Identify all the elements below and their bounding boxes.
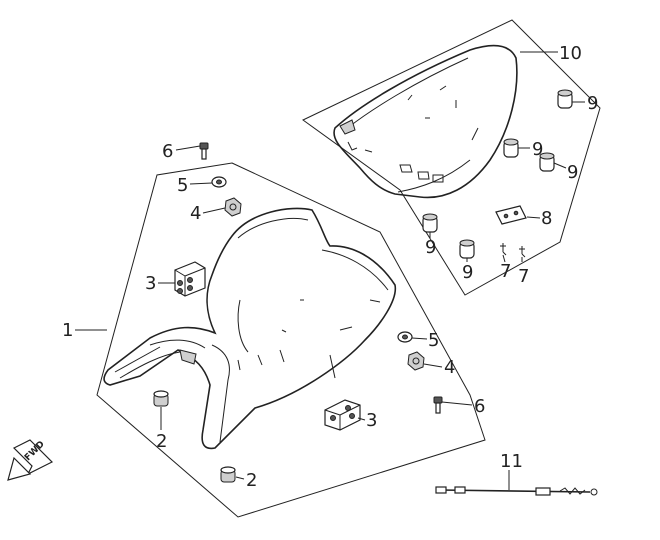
callout-7-right: 7 [518, 266, 529, 287]
callout-1: 1 [62, 320, 73, 341]
washer-upper [211, 176, 227, 188]
callout-9-d: 9 [425, 237, 436, 258]
clip-2 [519, 246, 526, 258]
callout-7-left: 7 [500, 261, 511, 282]
bumper-1 [557, 89, 573, 109]
callout-4-lower: 4 [444, 357, 455, 378]
seat-group-outline [96, 162, 486, 518]
seat-cable [435, 486, 598, 496]
callout-9-c: 9 [567, 162, 578, 183]
mount-plate [495, 205, 527, 225]
nut-lower [407, 351, 425, 371]
bumper-5 [459, 239, 475, 259]
callout-labels: 1 2 2 3 3 4 4 5 5 6 6 7 7 8 9 9 9 9 9 10… [62, 43, 598, 491]
damper-lower [220, 466, 236, 483]
callout-9-e: 9 [462, 262, 473, 283]
callout-6-upper: 6 [162, 141, 173, 162]
bolt-lower [433, 396, 443, 414]
callout-9-b: 9 [532, 139, 543, 160]
callout-11: 11 [500, 451, 523, 472]
callout-5-lower: 5 [428, 330, 439, 351]
callout-2-upper: 2 [156, 431, 167, 452]
callout-2-lower: 2 [246, 470, 257, 491]
callout-5-upper: 5 [177, 175, 188, 196]
callout-4-upper: 4 [190, 203, 201, 224]
damper-upper [153, 390, 169, 407]
bumper-2 [503, 138, 519, 158]
bracket-lower [324, 399, 361, 431]
callout-3-upper: 3 [145, 273, 156, 294]
bolt-upper [199, 142, 209, 160]
nut-upper [224, 197, 242, 217]
leader-lines [75, 51, 585, 490]
callout-10: 10 [559, 43, 582, 64]
callout-9-a: 9 [587, 93, 598, 114]
washer-lower [397, 331, 413, 343]
callout-8: 8 [541, 208, 552, 229]
rear-seat-group-outline [302, 19, 601, 296]
callout-3-lower: 3 [366, 410, 377, 431]
bumper-4 [422, 213, 438, 233]
clip-1 [500, 243, 507, 256]
bracket-upper [174, 261, 206, 297]
callout-6-lower: 6 [474, 396, 485, 417]
forward-arrow-icon: FWD [7, 439, 54, 481]
main-seat [103, 207, 397, 450]
rear-seat-cowl [333, 44, 518, 199]
